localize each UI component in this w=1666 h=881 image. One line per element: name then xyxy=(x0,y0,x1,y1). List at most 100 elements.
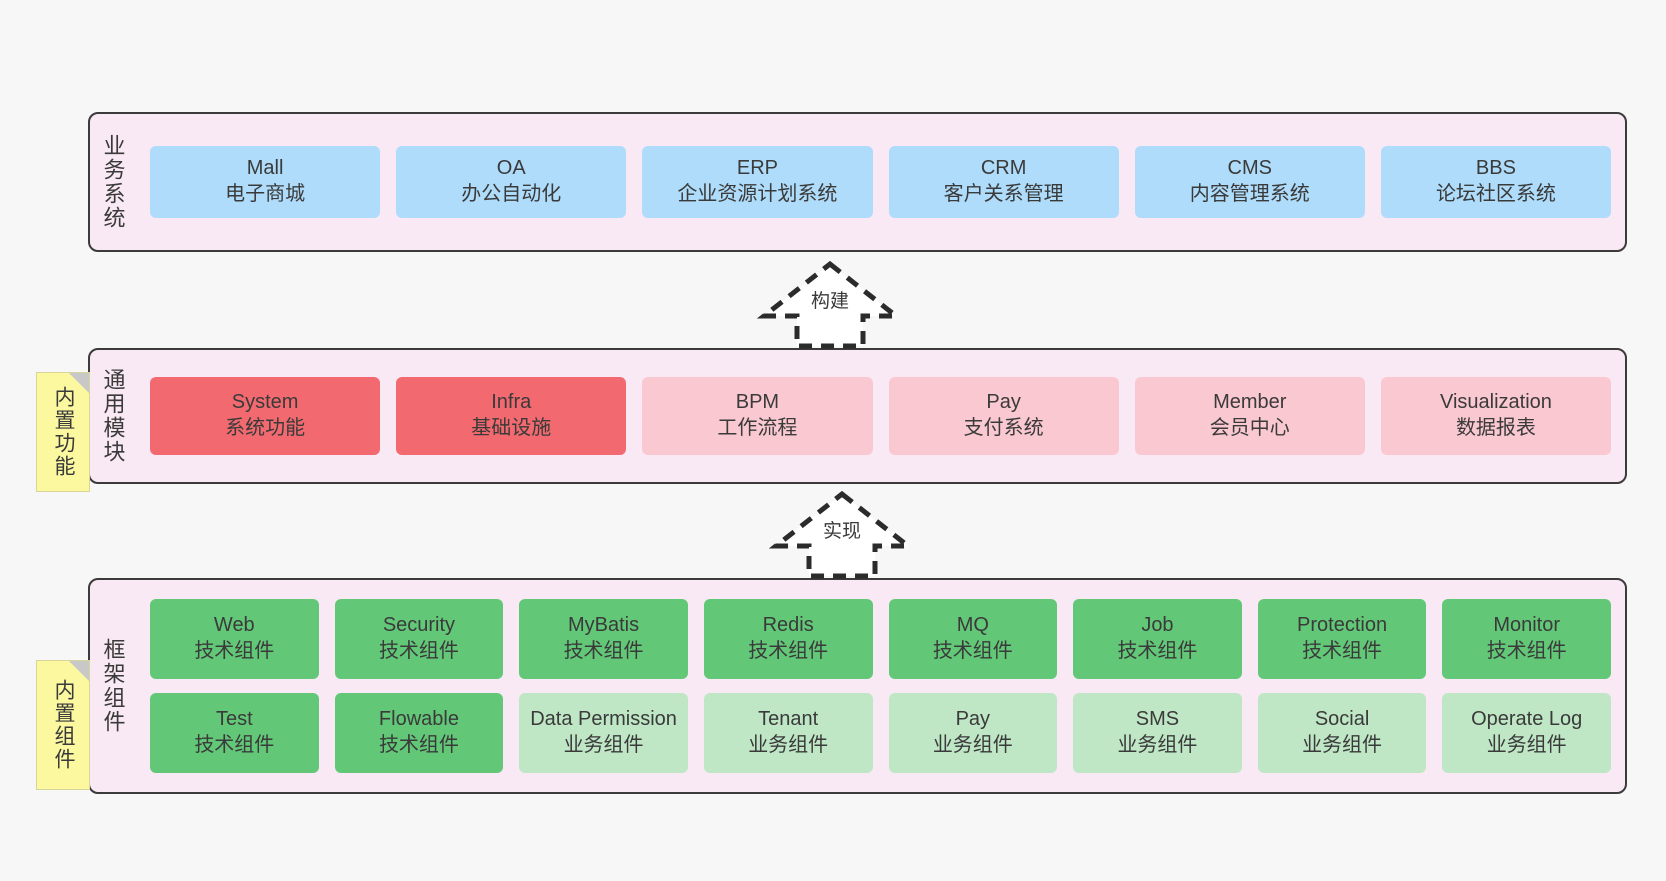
node-crm[interactable]: CRM 客户关系管理 xyxy=(888,146,1119,218)
node-subtitle: 技术组件 xyxy=(1117,640,1198,662)
node-subtitle: 业务组件 xyxy=(1486,734,1567,756)
node-title: Social xyxy=(1314,708,1370,731)
node-title: CRM xyxy=(980,157,1027,180)
layer-row: Test 技术组件 Flowable 技术组件 Data Permission … xyxy=(150,693,1611,773)
arrow-build: 构建 xyxy=(755,258,905,350)
node-operate-log[interactable]: Operate Log 业务组件 xyxy=(1442,693,1611,773)
node-subtitle: 技术组件 xyxy=(194,640,275,662)
node-subtitle: 办公自动化 xyxy=(461,183,562,205)
node-title: BBS xyxy=(1475,157,1516,180)
node-title: MQ xyxy=(956,614,989,637)
node-redis[interactable]: Redis 技术组件 xyxy=(703,599,873,679)
node-subtitle: 企业资源计划系统 xyxy=(677,183,838,205)
node-title: Pay xyxy=(955,708,991,731)
node-bbs[interactable]: BBS 论坛社区系统 xyxy=(1380,146,1612,218)
sticky-note-builtin-features[interactable]: 内置功能 xyxy=(36,372,90,492)
node-title: Tenant xyxy=(758,708,819,731)
node-title: OA xyxy=(496,157,526,180)
node-subtitle: 技术组件 xyxy=(563,640,644,662)
node-subtitle: 支付系统 xyxy=(963,417,1044,439)
node-subtitle: 技术组件 xyxy=(1486,640,1567,662)
node-subtitle: 数据报表 xyxy=(1455,417,1536,439)
node-subtitle: 系统功能 xyxy=(225,417,306,439)
node-subtitle: 业务组件 xyxy=(1117,734,1198,756)
node-pay[interactable]: Pay 支付系统 xyxy=(888,377,1119,455)
node-tenant[interactable]: Tenant 业务组件 xyxy=(703,693,873,773)
node-protection[interactable]: Protection 技术组件 xyxy=(1257,599,1427,679)
node-infra[interactable]: Infra 基础设施 xyxy=(396,377,627,455)
node-title: Protection xyxy=(1297,614,1388,637)
node-bpm[interactable]: BPM 工作流程 xyxy=(642,377,873,455)
node-subtitle: 技术组件 xyxy=(378,640,459,662)
node-title: Job xyxy=(1141,614,1174,637)
node-subtitle: 客户关系管理 xyxy=(943,183,1064,205)
node-cms[interactable]: CMS 内容管理系统 xyxy=(1134,146,1365,218)
node-subtitle: 内容管理系统 xyxy=(1189,183,1310,205)
node-system[interactable]: System 系统功能 xyxy=(150,377,381,455)
node-social[interactable]: Social 业务组件 xyxy=(1257,693,1427,773)
node-data-permission[interactable]: Data Permission 业务组件 xyxy=(519,693,688,773)
node-title: Pay xyxy=(986,391,1021,414)
node-subtitle: 论坛社区系统 xyxy=(1435,183,1556,205)
node-title: Flowable xyxy=(378,708,459,731)
node-subtitle: 业务组件 xyxy=(1302,734,1383,756)
layer-business-systems: 业务系统 Mall 电子商城 OA 办公自动化 ERP 企业资源计划系统 CRM… xyxy=(88,112,1627,252)
arrow-implement: 实现 xyxy=(767,488,917,580)
node-title: Data Permission xyxy=(530,708,677,731)
layer-title-business: 业务系统 xyxy=(100,134,126,230)
node-sms[interactable]: SMS 业务组件 xyxy=(1073,693,1242,773)
layer-title-common: 通用模块 xyxy=(100,368,126,464)
layer-common-modules: 通用模块 System 系统功能 Infra 基础设施 BPM 工作流程 Pay… xyxy=(88,348,1627,484)
node-test[interactable]: Test 技术组件 xyxy=(150,693,319,773)
node-subtitle: 基础设施 xyxy=(471,417,552,439)
node-subtitle: 电子商城 xyxy=(225,183,306,205)
node-flowable[interactable]: Flowable 技术组件 xyxy=(334,693,504,773)
node-security[interactable]: Security 技术组件 xyxy=(334,599,504,679)
node-subtitle: 工作流程 xyxy=(717,417,798,439)
node-subtitle: 技术组件 xyxy=(1302,640,1383,662)
node-title: CMS xyxy=(1227,157,1272,180)
node-subtitle: 业务组件 xyxy=(563,734,644,756)
node-title: Operate Log xyxy=(1471,708,1583,731)
node-subtitle: 技术组件 xyxy=(932,640,1013,662)
node-title: Security xyxy=(382,614,456,637)
node-web[interactable]: Web 技术组件 xyxy=(150,599,319,679)
layer-body-business: Mall 电子商城 OA 办公自动化 ERP 企业资源计划系统 CRM 客户关系… xyxy=(136,114,1625,250)
node-subtitle: 业务组件 xyxy=(748,734,829,756)
layer-body-common: System 系统功能 Infra 基础设施 BPM 工作流程 Pay 支付系统… xyxy=(136,350,1625,482)
node-title: SMS xyxy=(1135,708,1180,731)
node-subtitle: 技术组件 xyxy=(748,640,829,662)
node-title: Web xyxy=(213,614,255,637)
node-title: Redis xyxy=(762,614,814,637)
node-title: BPM xyxy=(735,391,780,414)
node-mybatis[interactable]: MyBatis 技术组件 xyxy=(519,599,688,679)
node-member[interactable]: Member 会员中心 xyxy=(1134,377,1365,455)
node-mq[interactable]: MQ 技术组件 xyxy=(888,599,1058,679)
node-title: Visualization xyxy=(1439,391,1552,414)
node-subtitle: 会员中心 xyxy=(1209,417,1290,439)
layer-body-framework: Web 技术组件 Security 技术组件 MyBatis 技术组件 Redi… xyxy=(136,580,1625,792)
sticky-note-builtin-components[interactable]: 内置组件 xyxy=(36,660,90,790)
layer-row: Web 技术组件 Security 技术组件 MyBatis 技术组件 Redi… xyxy=(150,599,1611,679)
node-title: MyBatis xyxy=(568,614,640,637)
node-subtitle: 业务组件 xyxy=(932,734,1013,756)
node-erp[interactable]: ERP 企业资源计划系统 xyxy=(642,146,873,218)
node-title: Monitor xyxy=(1493,614,1561,637)
node-monitor[interactable]: Monitor 技术组件 xyxy=(1442,599,1611,679)
node-mall[interactable]: Mall 电子商城 xyxy=(150,146,381,218)
node-title: Test xyxy=(215,708,253,731)
node-pay-business[interactable]: Pay 业务组件 xyxy=(888,693,1058,773)
node-job[interactable]: Job 技术组件 xyxy=(1073,599,1242,679)
node-title: Infra xyxy=(491,391,532,414)
node-subtitle: 技术组件 xyxy=(378,734,459,756)
node-visualization[interactable]: Visualization 数据报表 xyxy=(1380,377,1612,455)
node-title: Member xyxy=(1213,391,1287,414)
layer-title-framework: 框架组件 xyxy=(100,638,126,734)
layer-row: Mall 电子商城 OA 办公自动化 ERP 企业资源计划系统 CRM 客户关系… xyxy=(150,146,1612,218)
node-title: Mall xyxy=(246,157,284,180)
node-subtitle: 技术组件 xyxy=(194,734,275,756)
node-oa[interactable]: OA 办公自动化 xyxy=(396,146,627,218)
node-title: System xyxy=(231,391,299,414)
layer-framework-components: 框架组件 Web 技术组件 Security 技术组件 MyBatis 技术组件… xyxy=(88,578,1627,794)
